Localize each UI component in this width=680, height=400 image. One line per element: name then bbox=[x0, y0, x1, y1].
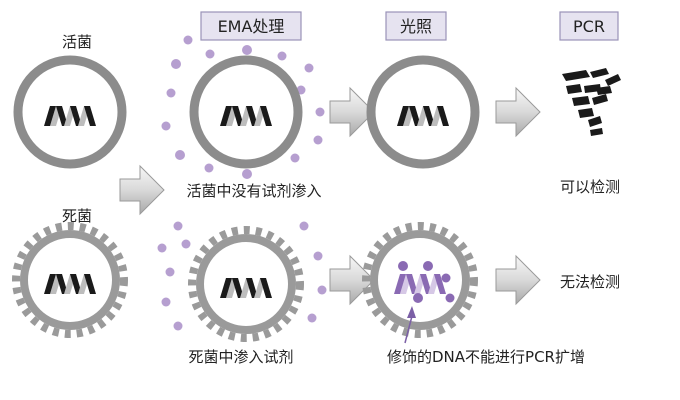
pcr-amplified-dna-icon bbox=[562, 68, 621, 136]
step-label-ema: EMA处理 bbox=[218, 17, 285, 36]
live-row-title: 活菌 bbox=[62, 33, 92, 51]
live-caption: 活菌中没有试剂渗入 bbox=[186, 182, 321, 200]
arrow-dead-to-pcr bbox=[495, 255, 541, 305]
arrow-live-to-pcr bbox=[495, 87, 541, 137]
live-cell-light bbox=[371, 60, 475, 164]
dead-result: 无法检测 bbox=[560, 273, 620, 291]
dead-cell-light bbox=[366, 226, 474, 334]
live-result: 可以检测 bbox=[560, 178, 620, 196]
step-header-pcr: PCR bbox=[559, 11, 619, 41]
step-label-pcr: PCR bbox=[573, 17, 605, 36]
dead-caption: 死菌中渗入试剂 bbox=[188, 348, 293, 366]
annotation-pointer-icon bbox=[404, 306, 416, 344]
dead-cell-ema bbox=[192, 230, 300, 338]
step-label-light: 光照 bbox=[400, 17, 432, 36]
bound-reagent-dots bbox=[398, 261, 455, 303]
annotation-text: 修饰的DNA不能进行PCR扩增 bbox=[387, 348, 585, 366]
live-cell-ema bbox=[194, 60, 298, 164]
live-cell-initial bbox=[18, 60, 122, 164]
step-header-light: 光照 bbox=[385, 11, 447, 41]
arrow-initial-to-ema bbox=[119, 165, 165, 215]
reagent-dots-live bbox=[161, 35, 325, 179]
dead-cell-initial bbox=[16, 226, 124, 334]
dead-row-title: 死菌 bbox=[62, 207, 92, 225]
step-header-ema: EMA处理 bbox=[200, 11, 302, 41]
